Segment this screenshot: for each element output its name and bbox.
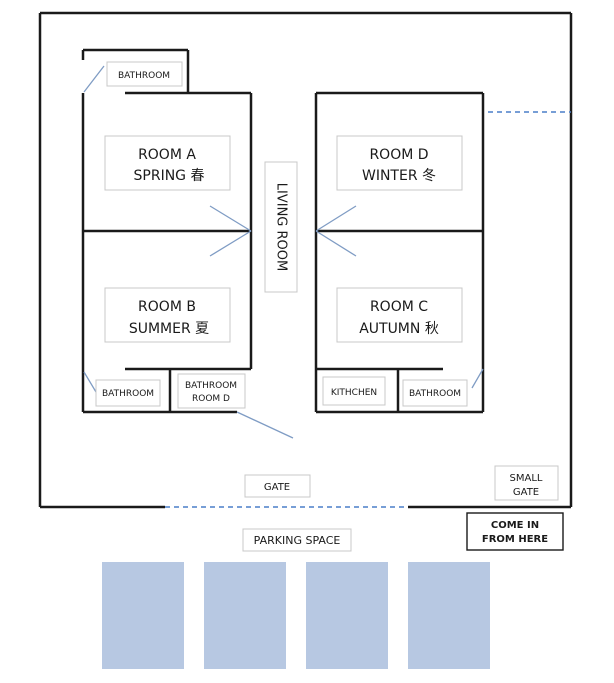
come-in-line2: FROM HERE: [482, 534, 548, 545]
parking-space-4: [408, 562, 490, 669]
outer-walls: [38, 11, 573, 509]
parking-space-label: PARKING SPACE: [254, 534, 341, 547]
come-in-box: [466, 512, 564, 551]
room-c-season: AUTUMN 秋: [359, 321, 439, 337]
parking-space-1: [102, 562, 184, 669]
room-a-season: SPRING 春: [134, 168, 205, 184]
room-c-name: ROOM C: [370, 299, 428, 315]
bathroom-bottom-right-label: BATHROOM: [409, 389, 461, 399]
bathroom-room-d-line2: ROOM D: [192, 394, 230, 404]
come-in-line1: COME IN: [491, 520, 539, 531]
parking-space-3: [306, 562, 388, 669]
small-gate-line2: GATE: [513, 487, 539, 498]
gate-label: GATE: [264, 482, 290, 493]
small-gate-line1: SMALL: [510, 473, 543, 484]
parking-spaces: [102, 562, 490, 669]
room-d-season: WINTER 冬: [362, 168, 436, 184]
room-b-name: ROOM B: [138, 299, 196, 315]
bathroom-bottom-left-label: BATHROOM: [102, 389, 154, 399]
label-boxes: [95, 61, 559, 552]
living-room-label: LIVING ROOM: [274, 183, 289, 271]
room-b-season: SUMMER 夏: [129, 321, 209, 337]
room-d-name: ROOM D: [369, 147, 428, 163]
kitchen-label: KITHCHEN: [331, 388, 377, 398]
bathroom-top-label: BATHROOM: [118, 71, 170, 81]
parking-space-2: [204, 562, 286, 669]
room-a-name: ROOM A: [138, 147, 196, 163]
bathroom-room-d-line1: BATHROOM: [185, 381, 237, 391]
